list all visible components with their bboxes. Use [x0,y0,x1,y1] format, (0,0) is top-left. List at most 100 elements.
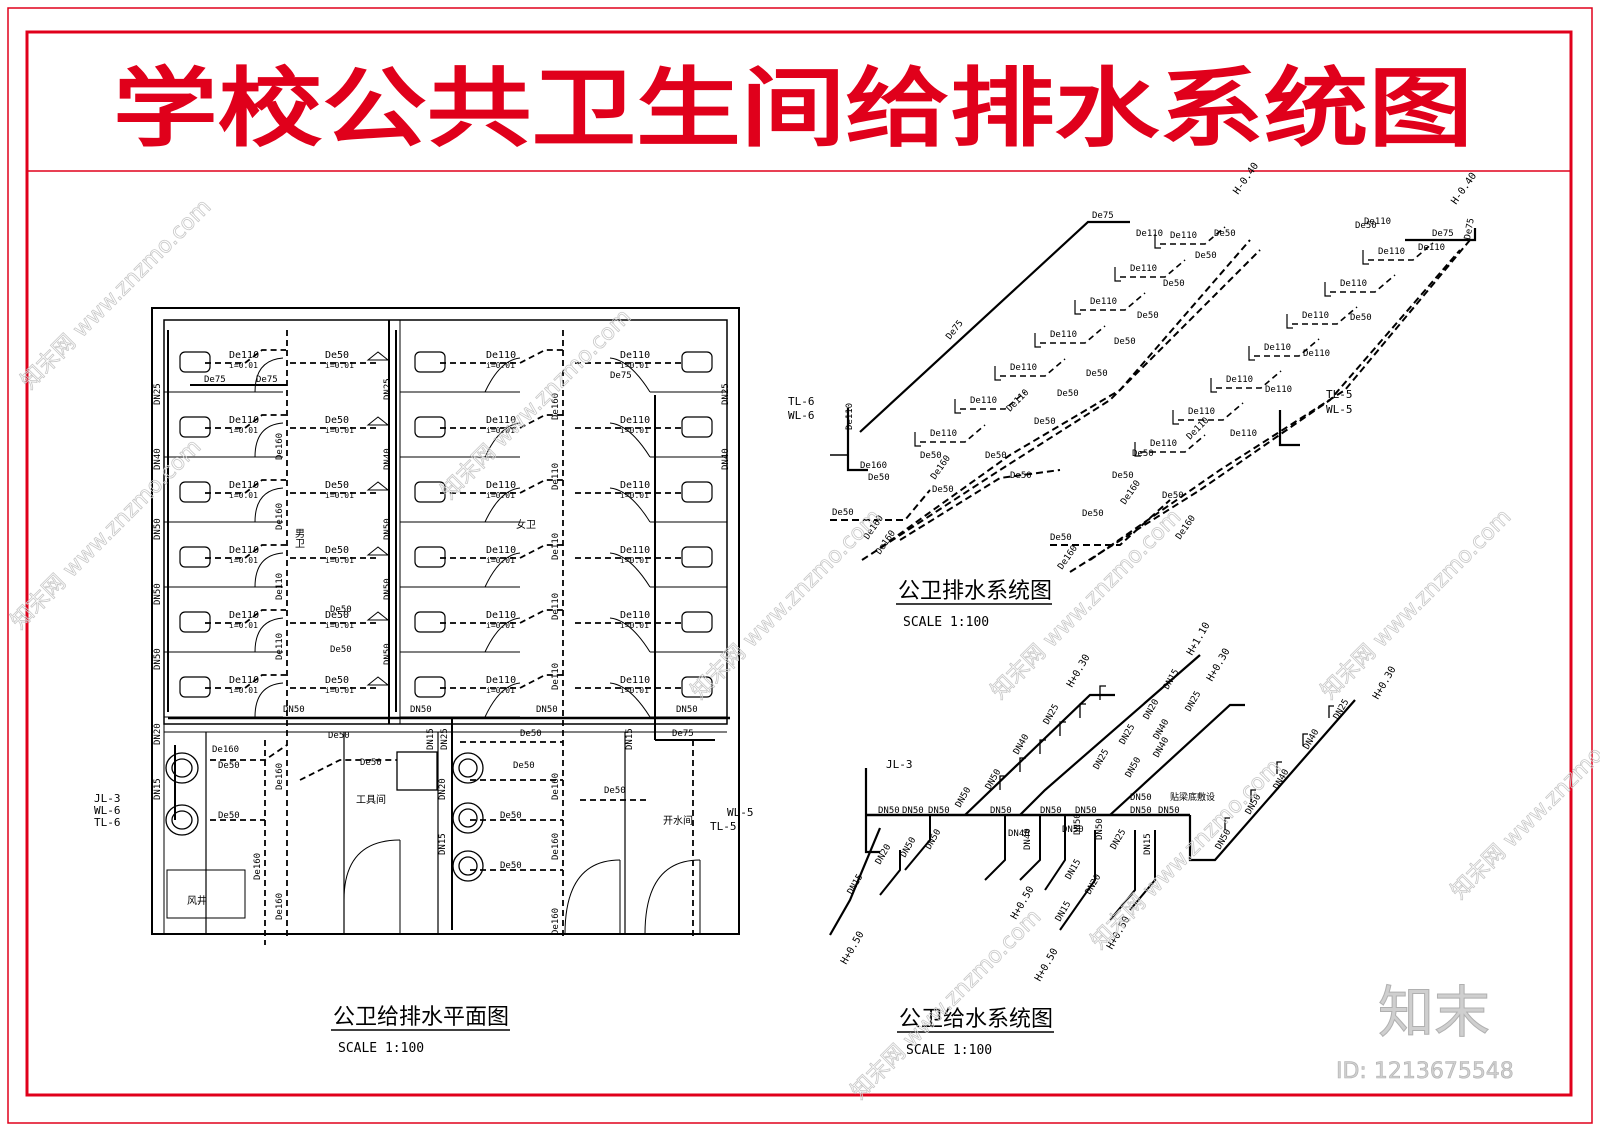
supply-size-label: DN25 [1109,828,1129,852]
trap-symbol [1362,250,1369,265]
toilet-fixture [681,416,713,438]
drain-branch [205,349,286,364]
room-water-label: 开水间 [663,814,693,827]
plan-drain-size-label: De160 [551,908,561,935]
drainage-isometric [830,220,1477,573]
supply-size-label: DN25 [1118,723,1138,747]
drain-pipe-label: De160 [1119,479,1143,507]
supply-branch [879,850,901,896]
watermark-text: 知末网 www.znzmo.com [1317,504,1517,704]
supply-size-label: DN40 [1302,728,1322,752]
plan-supply-size-label: DN50 [383,578,393,600]
sheet-frame [7,7,1593,1124]
drain-main-diagonal [1089,239,1471,561]
plan-pipe-size-label: De110 [486,675,516,686]
supply-size-label: DN25 [1042,703,1062,727]
plan-pipe-size-label: De110 [620,350,650,361]
plan-slope-label: i=0.01 [229,491,258,500]
drain-pipe-label: De50 [868,473,890,483]
supply-elevation-label: H+0.50 [839,930,867,967]
plan-slope-label: i=0.01 [486,686,515,695]
toilet-fixture [179,676,211,698]
plan-supply-size-label: DN20 [153,723,163,745]
supply-note: 贴梁底敷设 [1170,791,1215,803]
drain-branch [210,744,288,761]
drain-pipe-label: De50 [1195,251,1217,261]
plan-pipe-size-label: De110 [486,415,516,426]
plan-drain-size-label: De110 [551,533,561,560]
faucet-symbol [999,775,1006,790]
supply-size-label: DN20 [1142,698,1162,722]
supply-size-label: DN50 [1130,806,1152,816]
plan-pipe-size-label: De50 [360,758,382,768]
toilet-fixture [414,351,446,373]
drain-pipe-label: De110 [1005,388,1031,414]
supply-branch [829,827,882,936]
stall-door [484,682,521,718]
stall-door [254,357,284,393]
fixture-branch [1080,292,1146,311]
watermark-text: 知末网 www.znzmo.com [1447,704,1600,904]
toilet-fixture [681,611,713,633]
trap-symbol [954,399,961,414]
stall-door [609,487,651,523]
drain-pipe-label: De110 [1230,429,1257,439]
plan-pipe-size-label: De110 [229,350,259,361]
supply-elevation-label: H+0.30 [1205,647,1233,684]
supply-caption: 公卫给水系统图 [899,1007,1053,1032]
drain-branch [830,489,931,521]
stall-door [484,617,521,653]
washbasin-bowl [458,758,478,778]
stall-door [484,422,521,458]
supply-size-label: DN15 [1143,833,1153,855]
plan-drain-size-label: De160 [551,773,561,800]
plan-slope-label: i=0.01 [486,426,515,435]
fixture-branch [1330,274,1396,293]
plan-pipe-size-label: DN50 [410,705,432,715]
watermark-text: 知末网 www.znzmo.com [687,504,887,704]
fixture-branch [1140,434,1206,453]
trap-symbol [994,366,1001,381]
supply-size-label: DN15 [846,873,866,897]
drain-branch [440,414,565,429]
trap-symbol [1172,410,1179,425]
drain-branch [440,479,565,494]
washbasin [452,850,484,882]
drain-branch [205,609,286,624]
plan-drain-size-label: De160 [275,763,285,790]
faucet-symbol [1059,721,1066,736]
washbasin [165,804,199,836]
supply-branch [1109,830,1136,921]
supply-size-label: DN25 [1184,690,1204,714]
supply-size-label: DN50 [1124,756,1144,780]
plan-slope-label: i=0.01 [325,491,354,500]
plan-drain-size-label: De110 [275,633,285,660]
plan-pipe-size-label: De110 [229,610,259,621]
stall-door [254,552,284,588]
plan-pipe-size-label: De75 [256,375,278,385]
plan-pipe-size-label: DN50 [283,705,305,715]
drain-pipe-label: De50 [1034,417,1056,427]
plan-pipe-size-label: DN50 [536,705,558,715]
faucet-symbol [1224,817,1230,830]
stall-door [484,552,521,588]
plan-slope-label: i=0.01 [325,361,354,370]
plan-slope-label: i=0.01 [229,686,258,695]
drain-pipe-label: De110 [1418,243,1445,253]
plan-drain-size-label: De160 [551,393,561,420]
stall-door [484,487,521,523]
drain-pipe-label: De110 [1130,264,1157,274]
plan-pipe-size-label: De110 [229,675,259,686]
plan-supply-size-label: DN20 [438,778,448,800]
plan-pipe-size-label: De110 [620,415,650,426]
drain-elevation-label: H-0.40 [1231,161,1261,197]
drain-branch [440,349,565,364]
stall-door [609,552,651,588]
fixture-branch [1254,338,1320,357]
drain-pipe-label: De110 [1010,363,1037,373]
plan-slope-label: i=0.01 [229,361,258,370]
drain-pipe-label: De110 [1188,407,1215,417]
drain-pipe-label: De110 [1302,311,1329,321]
drain-branch [299,759,397,781]
